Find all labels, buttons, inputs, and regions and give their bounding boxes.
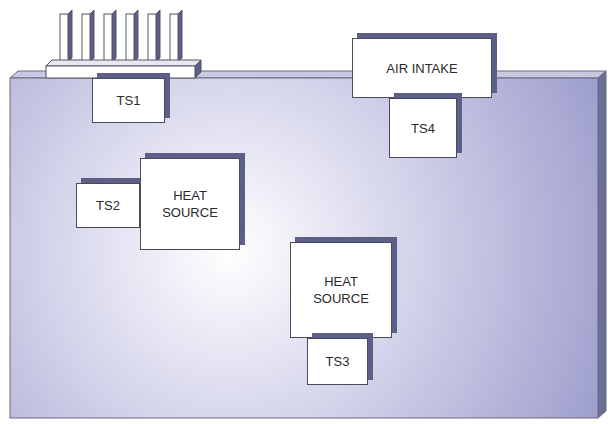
heat-sink xyxy=(46,10,201,78)
heat-source-box: HEAT SOURCE xyxy=(290,242,392,338)
sensor-box: TS2 xyxy=(76,183,140,228)
heat-sink-fin xyxy=(104,10,116,62)
box-label: HEAT SOURCE xyxy=(305,273,377,307)
heat-sink-fin xyxy=(170,10,182,62)
box-label: HEAT SOURCE xyxy=(154,187,226,221)
board-front-face xyxy=(10,78,598,418)
air-intake-box: AIR INTAKE xyxy=(352,38,492,98)
box-label: TS1 xyxy=(117,92,141,109)
heat-source-box: HEAT SOURCE xyxy=(140,158,240,250)
board-side-face xyxy=(598,71,606,418)
heat-sink-fin xyxy=(60,10,72,62)
sensor-box: TS4 xyxy=(389,98,457,158)
box-label: TS4 xyxy=(411,120,435,137)
sensor-box: TS1 xyxy=(92,78,165,123)
box-label: TS3 xyxy=(326,353,350,370)
heat-sink-fin xyxy=(148,10,160,62)
box-label: TS2 xyxy=(96,197,120,214)
sensor-box: TS3 xyxy=(307,338,368,385)
box-label: AIR INTAKE xyxy=(386,60,457,77)
heat-sink-fin xyxy=(82,10,94,62)
heat-sink-fin xyxy=(126,10,138,62)
